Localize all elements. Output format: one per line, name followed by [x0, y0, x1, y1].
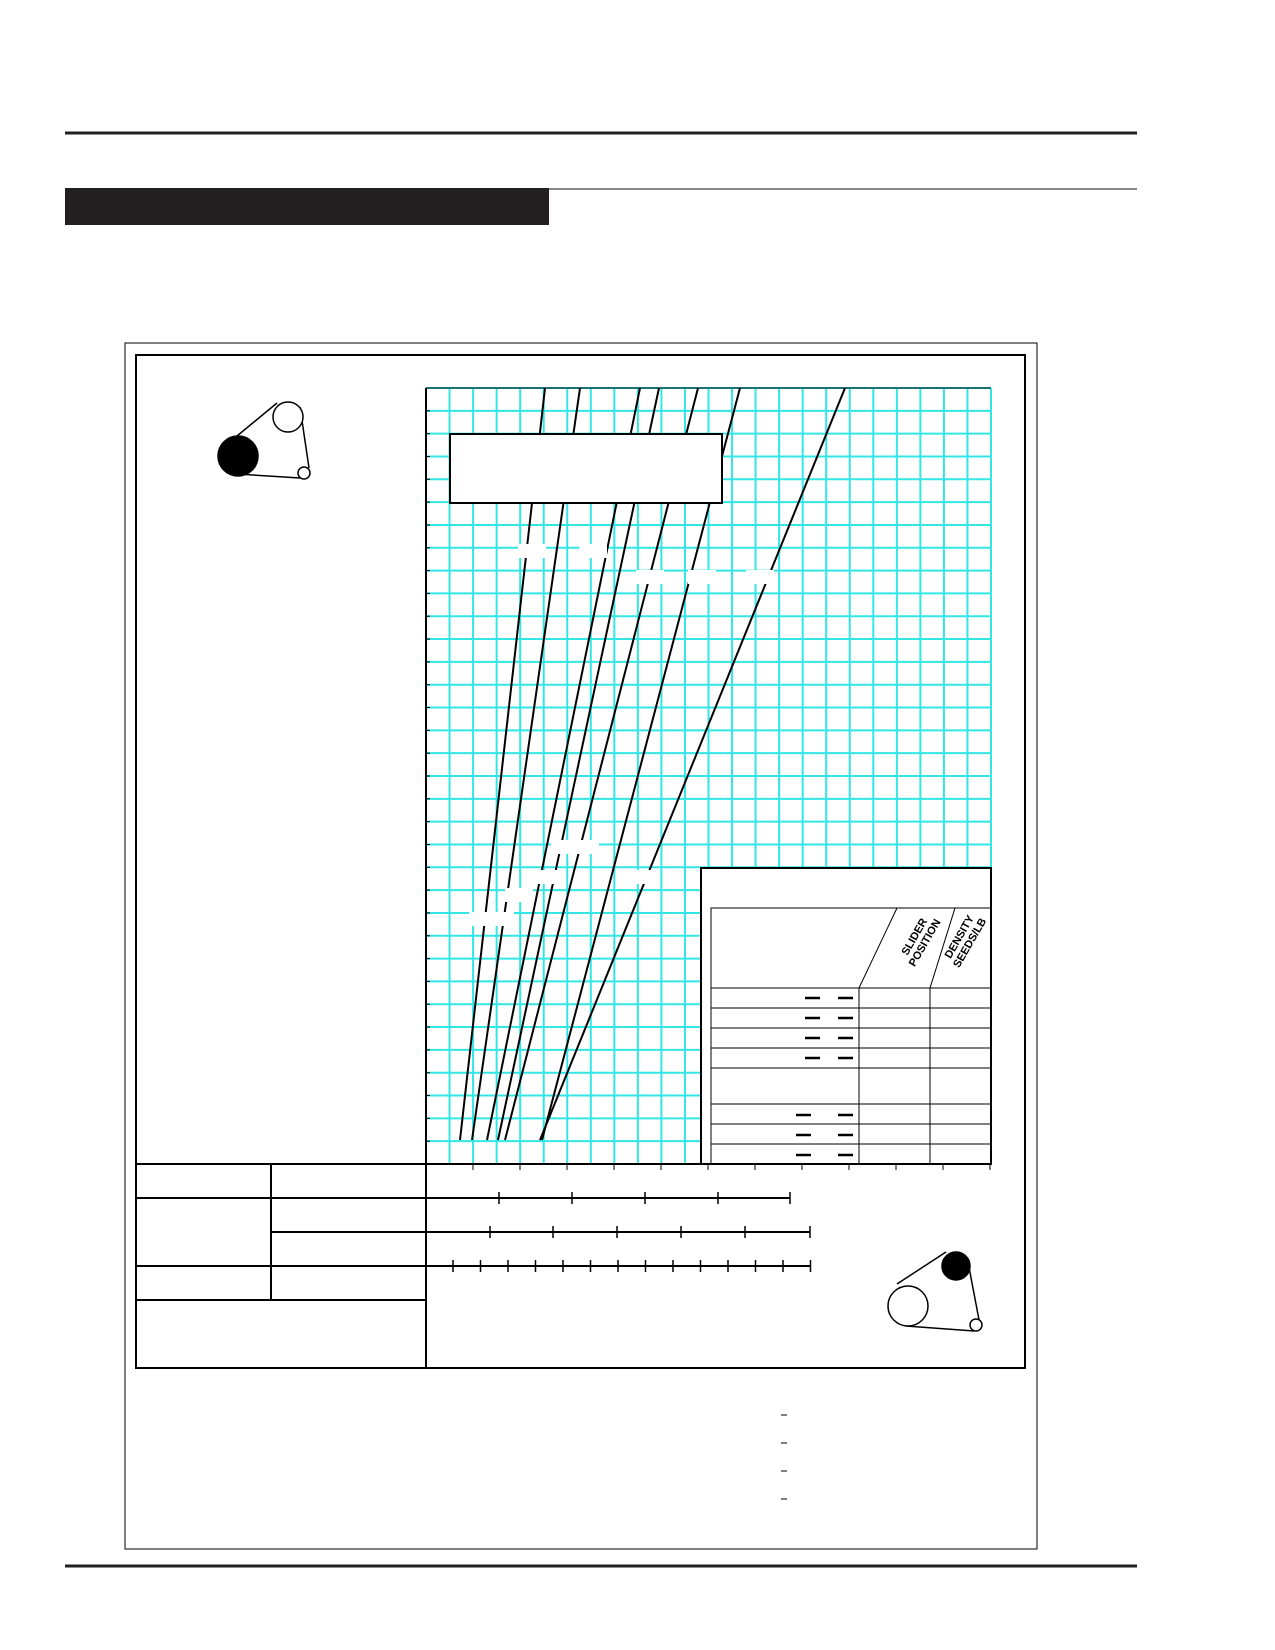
scales-section	[136, 1163, 991, 1368]
legend-box	[700, 867, 992, 1165]
pulley-diagram-icon	[217, 401, 311, 480]
legend-header-diagonal	[858, 907, 898, 989]
footnote-dashes	[781, 1414, 787, 1500]
series-line	[486, 387, 641, 1141]
series-line	[459, 387, 546, 1141]
pulley-diagram-icon	[887, 1251, 983, 1332]
legend-table	[710, 907, 992, 1165]
legend-header-diagonal	[929, 907, 956, 989]
series-line	[497, 387, 660, 1141]
series-label-gap	[571, 840, 599, 854]
series-label-gap	[505, 888, 533, 902]
series-label-gap	[469, 912, 497, 926]
section-title-bar	[65, 188, 549, 225]
chart-label-box	[449, 433, 723, 504]
series-label-gap	[579, 544, 607, 558]
series-label-gap	[518, 544, 546, 558]
series-line	[471, 387, 581, 1141]
series-label-gap	[746, 570, 774, 584]
chart-series-group	[459, 387, 846, 1141]
series-label-gap	[636, 570, 664, 584]
series-label-gap	[529, 870, 557, 884]
series-line	[539, 387, 846, 1141]
series-label-gap	[624, 870, 652, 884]
series-label-gap	[688, 570, 716, 584]
series-line	[541, 387, 741, 1141]
inner-frame	[135, 354, 1026, 1369]
outer-frame	[124, 342, 1038, 1550]
series-line	[504, 387, 699, 1141]
